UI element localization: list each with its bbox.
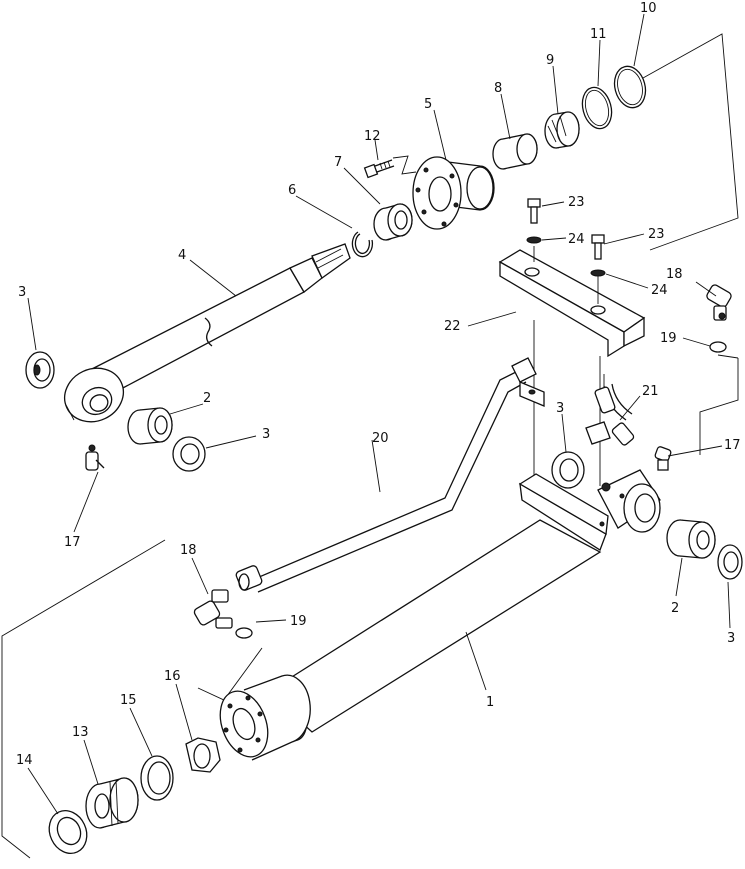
callout-14: 14 <box>16 753 33 768</box>
callout-23-top: 23 <box>568 195 585 210</box>
ring-11-inner <box>584 89 610 127</box>
callout-19-upper: 19 <box>660 331 677 346</box>
grease-fitting-17-right <box>654 446 672 471</box>
grease-fitting-17-left <box>85 444 105 471</box>
callout-12: 12 <box>364 129 381 144</box>
leader-lines <box>27 13 731 815</box>
o-ring-10-inner <box>617 68 643 106</box>
callout-3-center: 3 <box>262 427 270 442</box>
callout-23-right: 23 <box>648 227 665 242</box>
bushing-3-center <box>172 436 206 472</box>
callout-19-lower: 19 <box>290 614 307 629</box>
bolt-23-left <box>527 198 541 224</box>
callout-17-left: 17 <box>64 535 81 550</box>
leader-19-upper-link <box>717 354 739 359</box>
washer-24-left <box>526 236 542 244</box>
callout-2-right: 2 <box>671 601 679 616</box>
callout-1: 1 <box>486 695 494 710</box>
bracket-22 <box>498 246 646 486</box>
callout-15: 15 <box>120 693 137 708</box>
callout-9: 9 <box>546 53 554 68</box>
tube-20 <box>235 357 545 593</box>
callout-20: 20 <box>372 431 389 446</box>
bolt-12 <box>363 159 395 179</box>
callout-18-upper: 18 <box>666 267 683 282</box>
ring-11 <box>581 86 613 130</box>
sleeve-8 <box>492 133 538 170</box>
callout-labels: 1 2 2 3 3 3 3 4 5 6 7 8 9 10 11 12 13 14… <box>16 1 741 768</box>
assembly-boundary-lines <box>1 33 739 859</box>
bushing-3-right <box>717 544 743 580</box>
callout-2-left: 2 <box>203 391 211 406</box>
callout-10: 10 <box>640 1 657 16</box>
callout-3-right: 3 <box>727 631 735 646</box>
bearing-2-right <box>666 519 716 559</box>
bushing-3-left <box>25 351 55 389</box>
bushing-7 <box>373 203 413 241</box>
callout-7: 7 <box>334 155 342 170</box>
bushing-3-mid <box>551 451 585 489</box>
callout-6: 6 <box>288 183 296 198</box>
callout-24-top: 24 <box>568 232 585 247</box>
elbow-18-lower <box>193 589 233 629</box>
nut-16 <box>185 737 221 773</box>
piston-rod <box>64 243 351 423</box>
bearing-2-left <box>127 407 173 445</box>
o-ring-19-lower <box>235 627 253 639</box>
callout-3-mid: 3 <box>556 401 564 416</box>
cylinder-tube <box>219 469 661 761</box>
bolt-23-right <box>591 234 605 260</box>
cylinder-head <box>392 155 495 230</box>
hose-21 <box>585 374 635 446</box>
seal-14 <box>48 810 88 854</box>
callout-17-right: 17 <box>724 438 741 453</box>
callout-21: 21 <box>642 384 659 399</box>
callout-8: 8 <box>494 81 502 96</box>
o-ring-10 <box>613 65 647 109</box>
ring-15 <box>140 755 174 801</box>
callout-22: 22 <box>444 319 461 334</box>
snap-ring <box>351 231 374 258</box>
washer-24-right <box>590 269 606 277</box>
piston-13 <box>85 777 139 829</box>
callout-13: 13 <box>72 725 89 740</box>
callout-3-left: 3 <box>18 285 26 300</box>
callout-24-right: 24 <box>651 283 668 298</box>
callout-16: 16 <box>164 669 181 684</box>
callout-11: 11 <box>590 27 607 42</box>
bearing-9 <box>544 111 580 149</box>
callout-4: 4 <box>178 248 186 263</box>
o-ring-19-upper <box>709 341 727 353</box>
callout-5: 5 <box>424 97 432 112</box>
elbow-18-upper <box>706 284 732 321</box>
callout-18-lower: 18 <box>180 543 197 558</box>
